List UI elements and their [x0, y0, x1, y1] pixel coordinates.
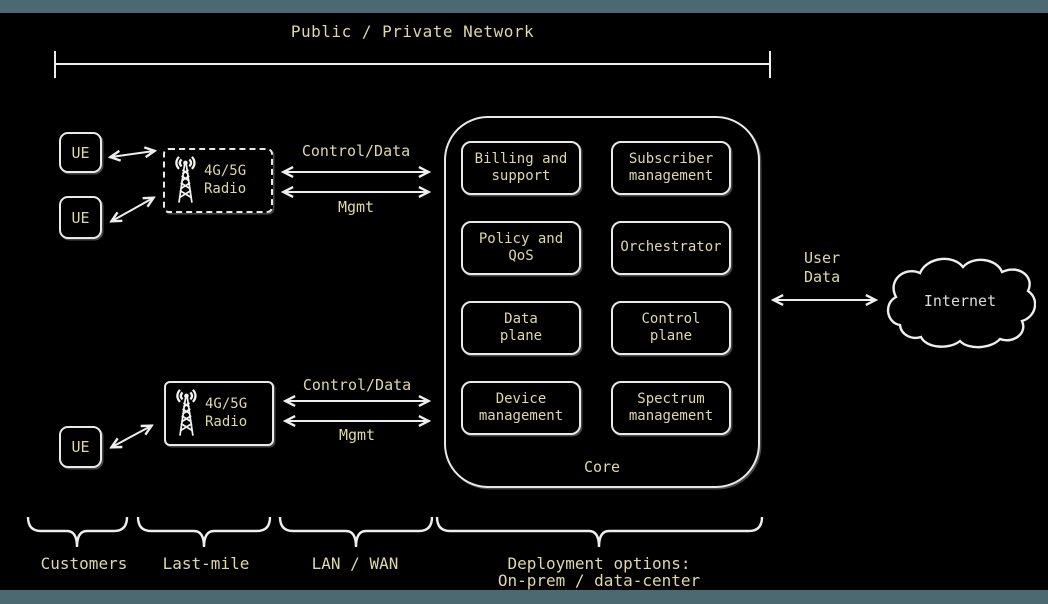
core-label: Core — [583, 458, 621, 476]
control-data-label-top: Control/Data — [301, 142, 411, 160]
radio-label: 4G/5G Radio — [205, 396, 248, 430]
core-module-data-plane: Data plane — [461, 301, 581, 355]
core-module-control-plane: Control plane — [611, 301, 731, 355]
segment-label-last-mile: Last-mile — [162, 554, 250, 573]
antenna-tower-icon — [176, 388, 197, 436]
diagram-title: Public / Private Network — [290, 22, 535, 41]
core-module-policy-qos: Policy and QoS — [461, 221, 581, 275]
internet-node: Internet — [884, 253, 1036, 349]
mgmt-label-bottom: Mgmt — [338, 426, 376, 444]
radio-node: 4G/5G Radio — [164, 381, 274, 446]
radio-label: 4G/5G Radio — [204, 163, 247, 197]
ue-node: UE — [59, 132, 102, 173]
segment-label-deployment-options: Deployment options: On-prem / data-cente… — [497, 554, 701, 591]
internet-label: Internet — [923, 292, 997, 310]
core-container: Billing and support Subscriber managemen… — [444, 116, 760, 488]
core-module-subscriber-management: Subscriber management — [611, 141, 731, 195]
user-data-label: User Data — [804, 249, 841, 286]
arrow-ue1-radio1 — [111, 151, 154, 157]
core-module-spectrum-management: Spectrum management — [611, 381, 731, 435]
core-modules-grid: Billing and support Subscriber managemen… — [461, 141, 731, 435]
ue-node: UE — [59, 426, 102, 468]
ue-label: UE — [71, 208, 90, 227]
mgmt-label-top: Mgmt — [337, 198, 375, 216]
ue-node: UE — [59, 196, 102, 239]
core-module-billing-support: Billing and support — [461, 141, 581, 195]
network-span-line — [54, 51, 771, 78]
segment-label-lan-wan: LAN / WAN — [311, 554, 399, 573]
ue-label: UE — [71, 438, 90, 456]
top-accent-bar — [0, 0, 1048, 13]
core-module-orchestrator: Orchestrator — [611, 221, 731, 275]
control-data-label-bottom: Control/Data — [302, 376, 412, 394]
arrow-ue3-radio2 — [112, 426, 151, 447]
arrow-ue2-radio1 — [112, 198, 153, 221]
bottom-accent-bar — [0, 590, 1048, 604]
cloud-icon — [886, 257, 1036, 349]
segment-label-customers: Customers — [40, 554, 128, 573]
brace-last-mile — [136, 516, 272, 548]
brace-deployment — [435, 516, 764, 548]
antenna-tower-icon — [175, 155, 196, 203]
ue-label: UE — [71, 143, 90, 162]
core-module-device-management: Device management — [461, 381, 581, 435]
brace-lan-wan — [278, 516, 434, 548]
brace-customers — [26, 516, 129, 548]
radio-node: 4G/5G Radio — [163, 148, 273, 213]
